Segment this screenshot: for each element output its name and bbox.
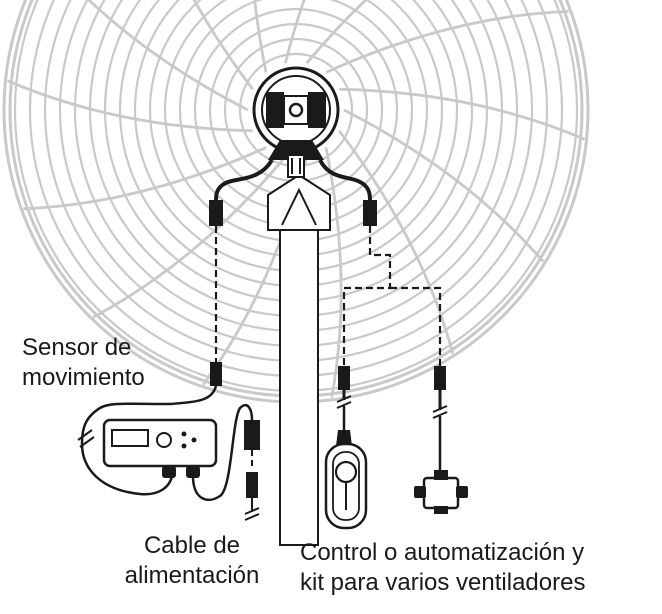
motion-sensor-cable <box>77 158 274 496</box>
control-kit-label-line-1: Control o automatización y <box>300 539 585 566</box>
fan-motor-hub-icon <box>252 66 340 178</box>
grille-spoke <box>343 108 545 263</box>
grille-spoke <box>6 79 253 133</box>
power-plug-icon <box>191 403 260 521</box>
junction-box-icon <box>414 366 468 514</box>
motion-sensor-label-line-1: Sensor de <box>22 334 132 361</box>
control-kit-label: Control o automatización y kit para vari… <box>300 538 662 598</box>
power-cable-label: Cable de alimentación <box>112 531 272 591</box>
grille-spoke <box>192 0 254 91</box>
grille-spoke <box>23 146 267 211</box>
motion-sensor-label: Sensor de movimiento <box>22 333 145 393</box>
motion-sensor-box-icon <box>102 418 218 478</box>
grille-spoke <box>253 0 268 73</box>
grille-spoke <box>283 0 306 64</box>
control-cable <box>318 158 442 366</box>
grille-spoke <box>305 0 368 65</box>
grille-spoke <box>325 9 569 74</box>
grille-spoke <box>339 87 586 141</box>
grille-spoke <box>86 0 249 112</box>
grille-spoke <box>324 147 343 399</box>
motion-sensor-label-line-2: movimiento <box>22 364 145 391</box>
power-cable-label-line-1: Cable de <box>143 532 241 559</box>
control-kit-label-line-2: kit para varios ventiladores <box>300 569 586 596</box>
grille-spoke <box>92 155 287 319</box>
power-cable-label-line-2: alimentación <box>124 562 260 589</box>
grille-spoke <box>338 129 455 355</box>
remote-control-icon <box>324 366 368 530</box>
fan-stand-pole <box>267 173 331 546</box>
